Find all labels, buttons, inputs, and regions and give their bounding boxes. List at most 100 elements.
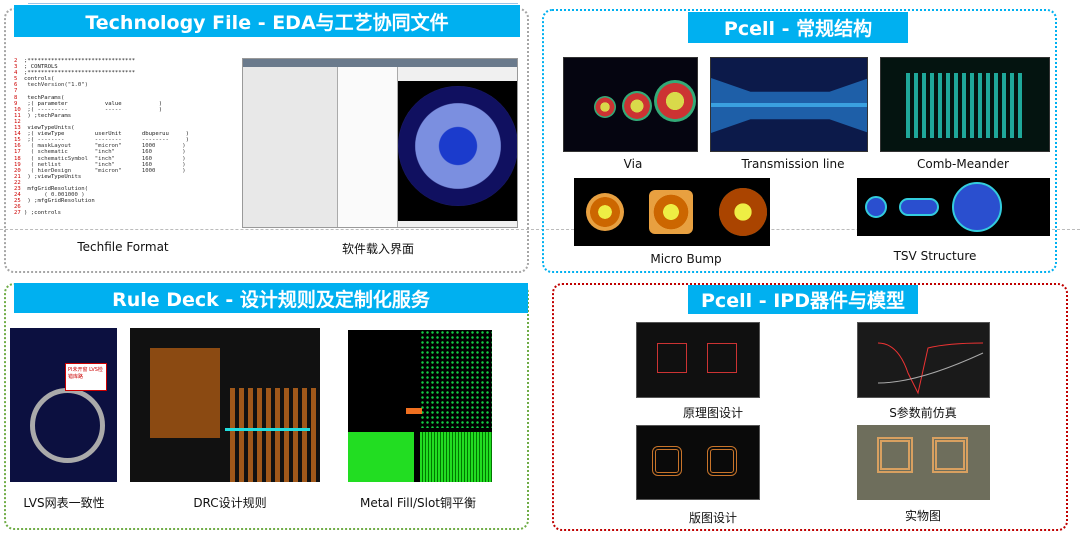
line-number: 18 bbox=[14, 155, 21, 162]
code-text: ( schematic "inch" 160 ) bbox=[24, 149, 186, 156]
line-number: 10 bbox=[14, 106, 21, 113]
line-number: 13 bbox=[14, 125, 21, 132]
pcell-structures-panel bbox=[542, 9, 1057, 273]
divider-line bbox=[0, 229, 1080, 230]
caption-drc: DRC设计规则 bbox=[193, 496, 267, 510]
code-line: 8 techParams( bbox=[14, 95, 184, 101]
code-text: ( schematicSymbol "inch" 160 ) bbox=[24, 155, 186, 162]
caption-lvs: LVS网表一致性 bbox=[23, 496, 105, 510]
code-text: ) ;viewTypeUnits bbox=[24, 173, 82, 180]
line-number: 5 bbox=[14, 76, 18, 83]
line-number: 2 bbox=[14, 58, 18, 64]
line-number: 4 bbox=[14, 70, 18, 77]
line-number: 6 bbox=[14, 82, 18, 89]
line-number: 17 bbox=[14, 149, 21, 156]
pcell-structures-title: Pcell - 常规结构 bbox=[688, 12, 908, 43]
techfile-title: Technology File - EDA与工艺协同文件 bbox=[14, 5, 520, 37]
line-number: 11 bbox=[14, 112, 21, 119]
line-number: 27 bbox=[14, 210, 21, 217]
code-text: viewTypeUnits( bbox=[24, 125, 75, 132]
line-number: 12 bbox=[14, 118, 21, 125]
code-line: 23 mfgGridResolution( bbox=[14, 186, 184, 192]
caption-layout: 版图设计 bbox=[688, 511, 738, 525]
tsv-structure-image bbox=[857, 178, 1050, 236]
rule-deck-title: Rule Deck - 设计规则及定制化服务 bbox=[14, 283, 528, 313]
code-text: techVersion("1.0") bbox=[24, 82, 88, 89]
code-line: 4 ;******************************** bbox=[14, 70, 184, 76]
code-text: ;( --------- ----- ) bbox=[24, 106, 163, 113]
code-line: 18 ( schematicSymbol "inch" 160 ) bbox=[14, 155, 186, 162]
line-number: 3 bbox=[14, 64, 18, 71]
line-number: 7 bbox=[14, 88, 18, 95]
physical-photo-image bbox=[857, 425, 990, 500]
code-text: ( maskLayout "micron" 1000 ) bbox=[24, 143, 186, 150]
code-text: ) ;controls bbox=[24, 210, 62, 217]
ipd-panel bbox=[552, 283, 1068, 531]
s-parameter-image bbox=[857, 322, 990, 398]
comb-meander-image bbox=[880, 57, 1050, 152]
code-text: ;******************************** bbox=[24, 58, 136, 64]
code-text: ;******************************** bbox=[24, 70, 136, 77]
metal-fill-image bbox=[348, 330, 492, 482]
caption-via: Via bbox=[623, 157, 643, 171]
caption-physical-photo: 实物图 bbox=[904, 509, 942, 523]
caption-software-load: 软件载入界面 bbox=[341, 242, 415, 256]
top-border-line bbox=[28, 0, 518, 4]
code-line: 22 bbox=[14, 180, 184, 186]
code-line: 19 ( netlist "inch" 160 ) bbox=[14, 161, 186, 168]
schematic-image bbox=[636, 322, 760, 398]
code-line: 14 ;( viewType userUnit dbuperuu ) bbox=[14, 131, 189, 138]
line-number: 19 bbox=[14, 161, 21, 168]
code-line: 21 ) ;viewTypeUnits bbox=[14, 174, 184, 180]
code-line: 27) ;controls bbox=[14, 210, 184, 216]
caption-metal-fill: Metal Fill/Slot铜平衡 bbox=[359, 496, 477, 510]
caption-transmission-line: Transmission line bbox=[741, 157, 845, 171]
code-text: ( hierDesign "micron" 1000 ) bbox=[24, 167, 186, 174]
drc-image bbox=[130, 328, 320, 482]
caption-techfile-format: Techfile Format bbox=[77, 240, 169, 254]
caption-comb-meander: Comb-Meander bbox=[917, 157, 1009, 171]
code-line: 12 bbox=[14, 119, 184, 125]
code-text: ;( parameter value ) bbox=[24, 100, 163, 107]
code-text: mfgGridResolution( bbox=[24, 185, 88, 192]
line-number: 16 bbox=[14, 143, 21, 150]
lvs-image: PI未开窗 LVS检 错库路 bbox=[10, 328, 117, 482]
code-text: ) ;mfgGridResolution bbox=[24, 198, 95, 205]
line-number: 24 bbox=[14, 192, 21, 199]
code-text: ( netlist "inch" 160 ) bbox=[24, 161, 186, 168]
code-text: ( 0.001000 ) bbox=[24, 192, 85, 199]
code-line: 26 bbox=[14, 204, 184, 210]
code-line: 15 ;( -------- -------- -------- ) bbox=[14, 137, 189, 143]
layout-image bbox=[636, 425, 760, 500]
code-line: 9 ;( parameter value ) bbox=[14, 101, 184, 107]
code-text: ;( -------- -------- -------- ) bbox=[24, 137, 190, 144]
via-image bbox=[563, 57, 698, 152]
line-number: 9 bbox=[14, 100, 18, 107]
micro-bump-image bbox=[574, 178, 770, 246]
transmission-line-image bbox=[710, 57, 868, 152]
code-line: 5 controls( bbox=[14, 76, 184, 82]
code-line: 24 ( 0.001000 ) bbox=[14, 192, 184, 198]
code-text: ;( viewType userUnit dbuperuu ) bbox=[24, 131, 190, 138]
code-text: controls( bbox=[24, 76, 55, 83]
code-line: 16 ( maskLayout "micron" 1000 ) bbox=[14, 143, 186, 150]
code-text: ) ;techParams bbox=[24, 112, 72, 119]
line-number: 25 bbox=[14, 198, 21, 205]
code-line: 3; CONTROLS bbox=[14, 64, 184, 70]
code-text: techParams( bbox=[24, 94, 65, 101]
code-line: 25 ) ;mfgGridResolution bbox=[14, 198, 184, 204]
code-line: 10 ;( --------- ----- ) bbox=[14, 107, 184, 113]
line-number: 8 bbox=[14, 94, 18, 101]
line-number: 23 bbox=[14, 185, 21, 192]
line-number: 14 bbox=[14, 131, 21, 138]
line-number: 26 bbox=[14, 204, 21, 211]
code-line: 2 ;******************************** bbox=[14, 58, 184, 64]
code-line: 13 viewTypeUnits( bbox=[14, 125, 184, 131]
caption-schematic: 原理图设计 bbox=[682, 406, 744, 420]
code-line: 20 ( hierDesign "micron" 1000 ) bbox=[14, 167, 186, 174]
line-number: 20 bbox=[14, 167, 21, 174]
techfile-code-snippet: 2 ;********************************3; CON… bbox=[14, 58, 189, 216]
line-number: 22 bbox=[14, 179, 21, 186]
code-line: 6 techVersion("1.0") bbox=[14, 82, 184, 88]
line-number: 21 bbox=[14, 173, 21, 180]
